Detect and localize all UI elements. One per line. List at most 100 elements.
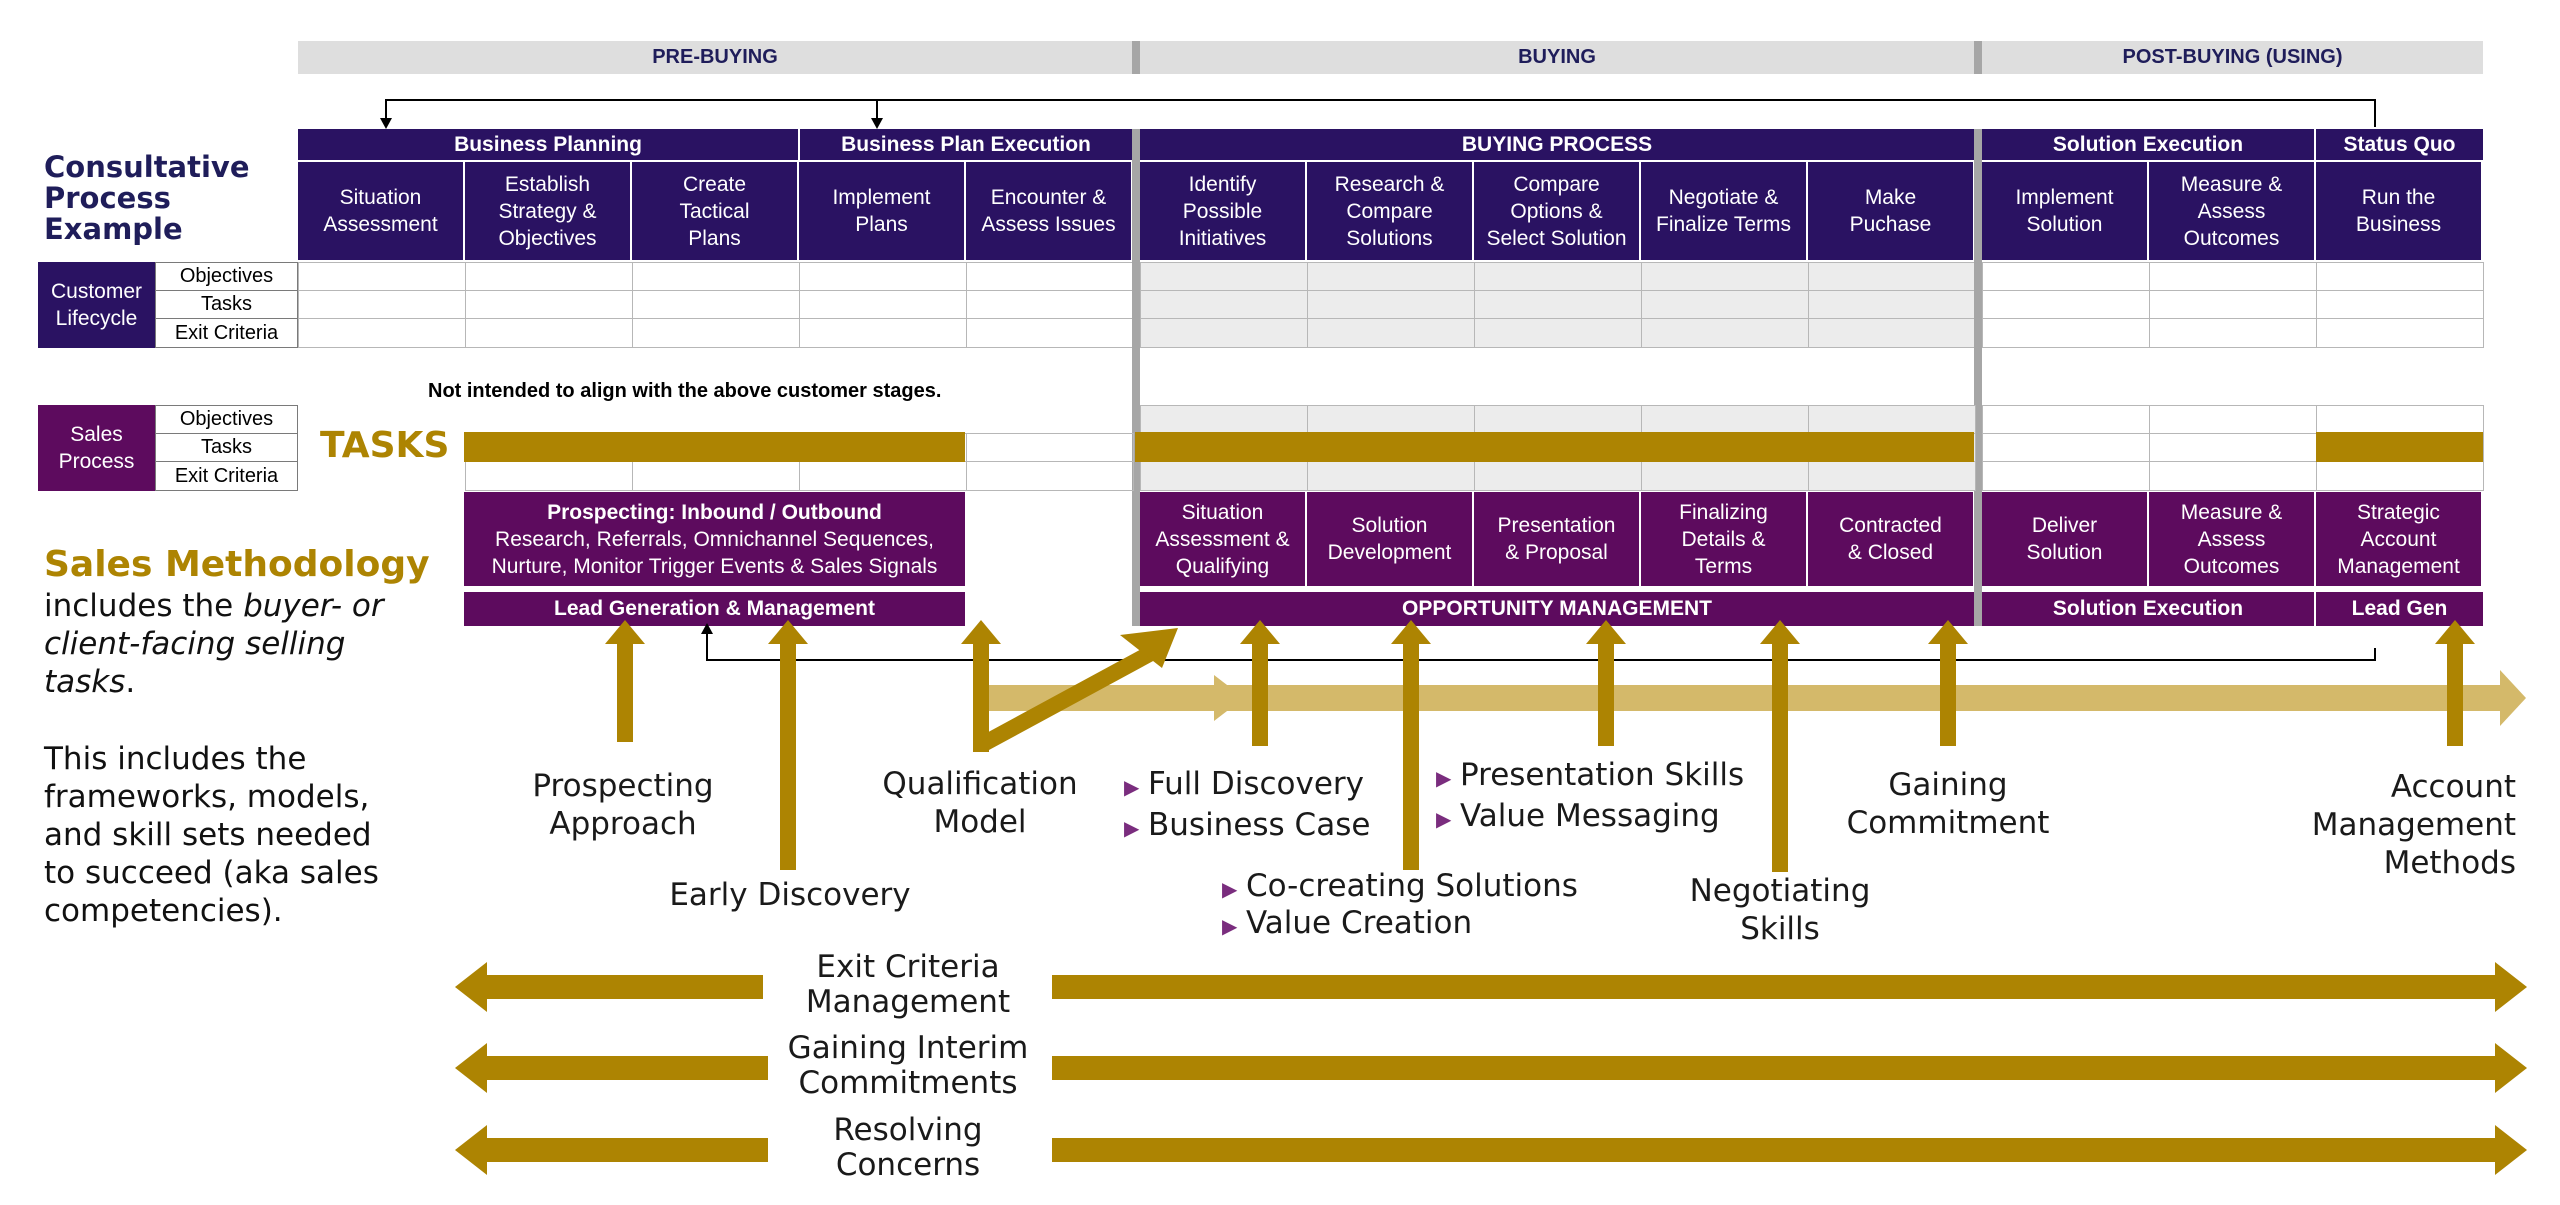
customer-row-exit-criteria: Exit Criteria [155, 318, 298, 348]
customer-grid-cell [1474, 262, 1642, 291]
footer-solution-execution: Solution Execution [1982, 592, 2314, 626]
customer-row-objectives: Objectives [155, 262, 298, 291]
phase-pre-buying: PRE-BUYING [298, 41, 1132, 74]
customer-grid-cell [1808, 290, 1976, 319]
sales-grid-cell [465, 461, 633, 491]
customer-grid-cell [966, 262, 1134, 291]
sales-grid-cell [2149, 433, 2317, 462]
customer-grid-cell [465, 318, 633, 348]
sales-grid-cell [799, 461, 967, 491]
footer-lead-generation: Lead Generation & Management [464, 592, 965, 626]
sales-stage: Presentation& Proposal [1474, 492, 1639, 586]
sales-grid-cell [1982, 433, 2150, 462]
tasks-label: TASKS [320, 425, 450, 466]
feedback-loop-top [380, 99, 2376, 129]
customer-grid-cell [1808, 262, 1976, 291]
sales-row-exit-criteria: Exit Criteria [155, 461, 298, 491]
task-bar-status-quo [2316, 432, 2483, 462]
sales-grid-cell [2149, 405, 2317, 434]
bullet-triangle-icon: ▶ [1222, 914, 1238, 938]
customer-grid-cell [2316, 262, 2484, 291]
sales-grid-cell [2316, 405, 2484, 434]
sales-grid-cell [2149, 461, 2317, 491]
sales-stage: Contracted& Closed [1808, 492, 1973, 586]
consultative-process-title: Consultative Process Example [44, 150, 250, 246]
customer-grid-cell [1307, 262, 1475, 291]
customer-grid-cell [1641, 290, 1809, 319]
customer-grid-cell [465, 290, 633, 319]
bullet-triangle-icon: ▶ [1436, 766, 1452, 790]
not-aligned-note: Not intended to align with the above cus… [428, 380, 942, 402]
task-bar-buying [1135, 432, 1974, 462]
customer-grid-cell [1474, 290, 1642, 319]
header-buying-process: BUYING PROCESS [1140, 129, 1974, 160]
sales-grid-cell [1982, 405, 2150, 434]
sales-methodology-desc: includes the buyer- or client-facing sel… [44, 588, 384, 700]
task-bar-prebuying [464, 432, 965, 462]
customer-grid-cell [2149, 262, 2317, 291]
customer-grid-cell [1808, 318, 1976, 348]
customer-grid-cell [2316, 318, 2484, 348]
customer-grid-cell [298, 290, 466, 319]
sales-grid-cell [1474, 405, 1642, 434]
sales-methodology-title: Sales Methodology [44, 544, 430, 585]
customer-row-tasks: Tasks [155, 290, 298, 319]
header-business-plan-execution: Business Plan Execution [800, 129, 1132, 160]
buying-divider-right [1974, 129, 1982, 626]
sales-grid-cell [1641, 461, 1809, 491]
customer-grid-cell [632, 318, 800, 348]
customer-grid-cell [1140, 318, 1308, 348]
sales-methodology-para2: This includes the frameworks, models, an… [44, 741, 379, 929]
customer-stage: Negotiate &Finalize Terms [1641, 162, 1806, 260]
customer-grid-cell [799, 290, 967, 319]
customer-grid-cell [966, 318, 1134, 348]
sales-grid-cell [632, 461, 800, 491]
methodology-arrows [455, 620, 2527, 1175]
customer-grid-cell [2149, 290, 2317, 319]
sales-grid-cell [1982, 461, 2150, 491]
sales-grid-cell [1808, 461, 1976, 491]
buying-divider-left [1132, 129, 1140, 626]
customer-grid-cell [966, 290, 1134, 319]
footer-opportunity-management: OPPORTUNITY MANAGEMENT [1140, 592, 1974, 626]
customer-grid-cell [799, 262, 967, 291]
customer-grid-cell [298, 318, 466, 348]
header-business-planning: Business Planning [298, 129, 798, 160]
customer-grid-cell [1982, 262, 2150, 291]
sales-grid-cell [1641, 405, 1809, 434]
customer-grid-cell [298, 262, 466, 291]
sales-row-tasks: Tasks [155, 433, 298, 462]
customer-grid-cell [1140, 262, 1308, 291]
customer-grid-cell [1474, 318, 1642, 348]
sales-grid-cell [1474, 461, 1642, 491]
customer-grid-cell [1982, 318, 2150, 348]
customer-grid-cell [632, 262, 800, 291]
timeline-bar [980, 685, 2500, 711]
presentation-bullets: ▶Presentation Skills ▶Value Messaging [1436, 756, 1744, 838]
bullet-triangle-icon: ▶ [1436, 807, 1452, 831]
phase-post-buying: POST-BUYING (USING) [1982, 41, 2483, 74]
bullet-triangle-icon: ▶ [1124, 775, 1140, 799]
customer-grid-cell [2316, 290, 2484, 319]
customer-grid-cell [2149, 318, 2317, 348]
